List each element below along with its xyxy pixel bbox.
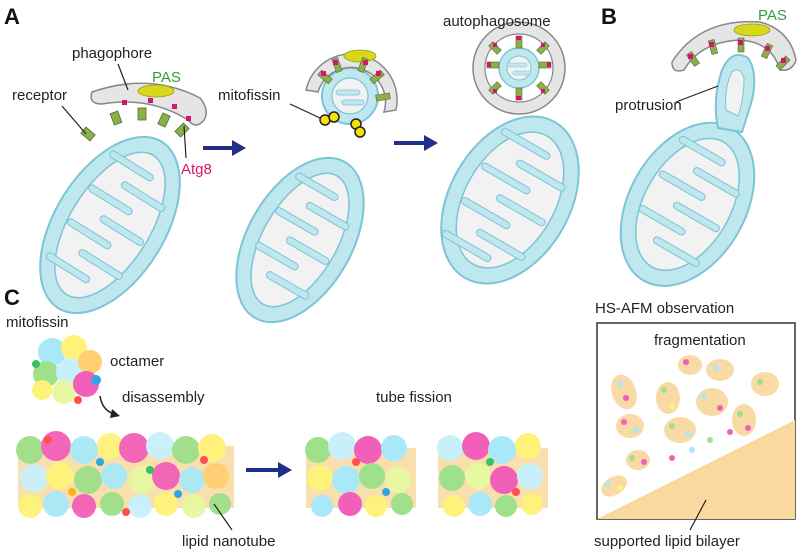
label-atg8: Atg8 — [181, 161, 212, 178]
mitochondrion-1 — [39, 135, 181, 315]
label-mitofissin-c: mitofissin — [6, 314, 69, 331]
phagophore-a2 — [305, 49, 398, 113]
mitochondrion-2 — [235, 67, 379, 324]
label-supported-bilayer: supported lipid bilayer — [594, 533, 740, 550]
arrow-a1-icon — [203, 140, 246, 156]
label-receptor: receptor — [12, 87, 67, 104]
label-mitofissin-a: mitofissin — [218, 87, 281, 104]
mitochondrion-3 — [440, 115, 580, 285]
label-pas-b: PAS — [758, 7, 787, 24]
label-hsafm-title: HS-AFM observation — [595, 300, 734, 317]
receptors-a1 — [80, 107, 190, 142]
label-pas-a: PAS — [152, 69, 181, 86]
label-tube-fission: tube fission — [376, 389, 452, 406]
autophagosome — [472, 21, 566, 115]
nanotube-fragment-1 — [305, 432, 416, 517]
curved-arrow-icon — [99, 395, 120, 418]
label-phagophore: phagophore — [72, 45, 152, 62]
label-fragmentation: fragmentation — [654, 332, 746, 349]
mitochondrion-b — [619, 54, 756, 287]
label-protrusion: protrusion — [615, 97, 682, 114]
phagophore-a — [90, 82, 207, 126]
label-disassembly: disassembly — [122, 389, 205, 406]
panel-label-b: B — [601, 4, 617, 29]
label-lipid-nanotube: lipid nanotube — [182, 533, 275, 550]
arrow-c-icon — [246, 462, 292, 478]
label-octamer: octamer — [110, 353, 164, 370]
mitofissin-dots-a — [319, 111, 366, 138]
pas-a-icon — [137, 84, 175, 98]
nanotube-fragment-2 — [437, 432, 548, 517]
octamer-cluster — [32, 335, 102, 404]
label-autophagosome: autophagosome — [443, 13, 551, 30]
hsafm-box — [596, 322, 796, 520]
arrow-a2-icon — [394, 135, 438, 151]
nanotube-left — [16, 431, 234, 518]
phagophore-b — [671, 20, 797, 72]
panel-label-c: C — [4, 285, 20, 310]
panel-label-a: A — [4, 4, 20, 29]
